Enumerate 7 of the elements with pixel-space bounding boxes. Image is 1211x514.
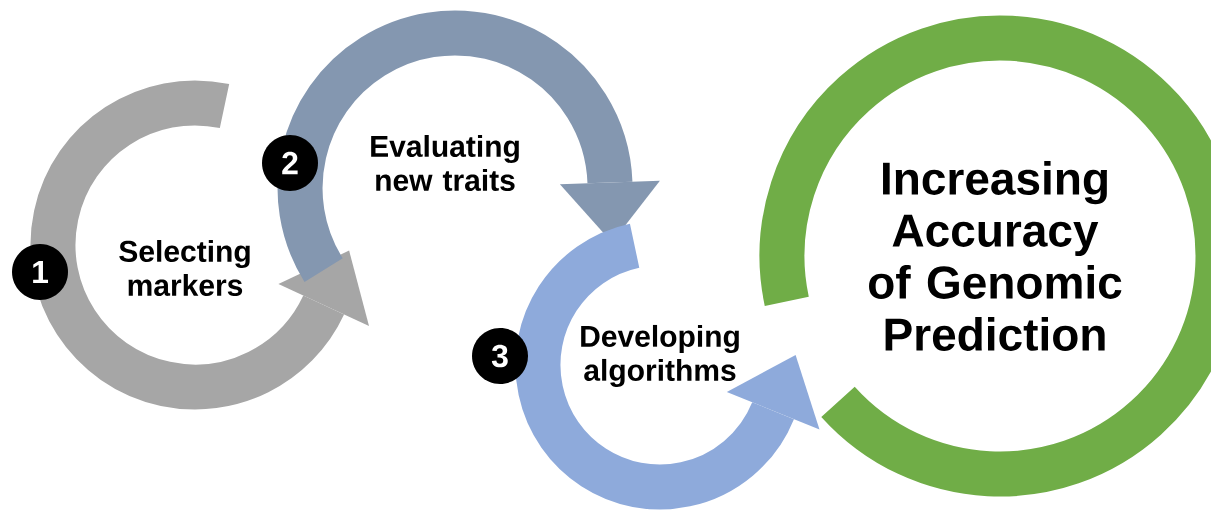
number-badge: 1 — [12, 244, 68, 300]
step-label: Evaluating new traits — [371, 135, 519, 191]
step-label: Developing algorithms — [581, 324, 739, 388]
step-label: Increasing Accuracy of Genomic Prediction — [869, 161, 1122, 351]
number-badge: 2 — [262, 135, 318, 191]
number-badge: 3 — [472, 328, 528, 384]
step-label: Selecting markers — [119, 239, 250, 296]
